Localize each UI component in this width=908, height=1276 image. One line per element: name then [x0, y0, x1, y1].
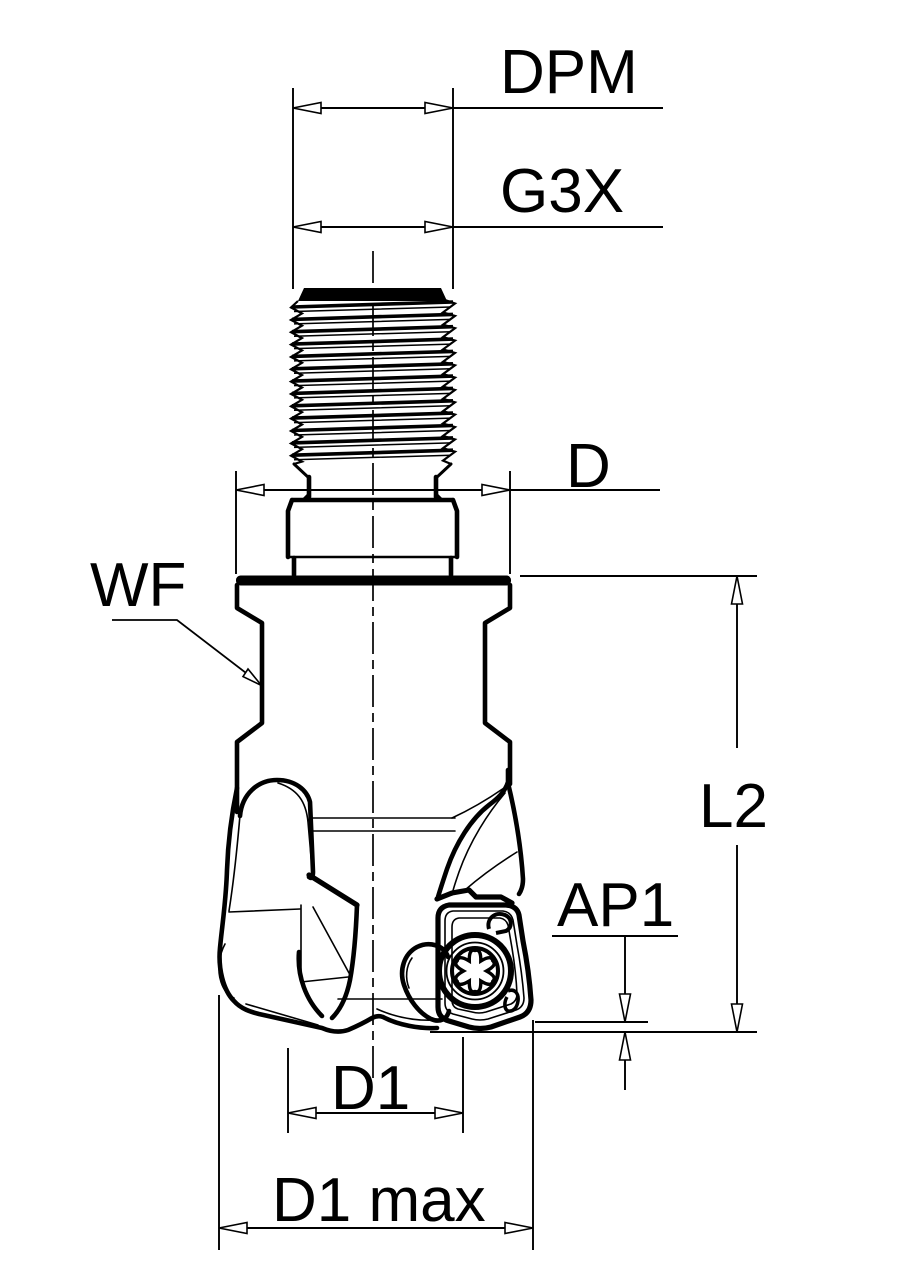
- thread-root-lines: [293, 306, 452, 461]
- right-flute-outer-edge: [505, 780, 526, 897]
- pocket-s-curve: [296, 949, 325, 1019]
- d1max-arrow-right-icon: [504, 1221, 534, 1235]
- thread-runout: [292, 462, 453, 480]
- body-left-profile: [234, 582, 265, 815]
- body-right-profile: [482, 582, 513, 787]
- dim-label-ap1: AP1: [557, 871, 674, 940]
- d1-arrow-left-icon: [287, 1106, 317, 1120]
- collar-outline: [285, 497, 460, 560]
- dpm-arrow-left-icon: [292, 101, 322, 115]
- left-wing-crescent: [218, 943, 235, 999]
- thread-section: [288, 288, 458, 480]
- dimension-wf: WF: [90, 551, 263, 687]
- chip-gash-lobe: [399, 942, 452, 1023]
- chip-gash-inner-line: [405, 957, 413, 989]
- dpm-extension-lines: [292, 88, 454, 289]
- d1-arrow-right-icon: [434, 1106, 464, 1120]
- insert-outline: [435, 902, 534, 1032]
- dim-label-d: D: [566, 432, 611, 501]
- pocket-top-edge: [306, 872, 360, 908]
- dim-label-dpm: DPM: [500, 38, 638, 107]
- left-lobe-face-lines: [228, 782, 313, 913]
- g3x-arrow-right-icon: [424, 220, 454, 234]
- l2-arrow-up-icon: [730, 575, 744, 605]
- cutter-head: [217, 767, 526, 1034]
- dimension-g3x: G3X: [292, 157, 663, 234]
- wf-leader-arrow-icon: [241, 667, 263, 687]
- d1max-extension-lines: [218, 995, 534, 1250]
- thread-crest-lines: [291, 300, 454, 457]
- insert-inner-outline-1: [444, 910, 525, 1021]
- d-arrow-left-icon: [235, 483, 265, 497]
- d1max-arrow-left-icon: [218, 1221, 248, 1235]
- tool-body: [234, 582, 513, 815]
- d-arrow-right-icon: [481, 483, 511, 497]
- dimension-dpm: DPM: [292, 38, 663, 289]
- torx-screw: [436, 932, 514, 1010]
- collar-rim-sides: [291, 555, 454, 578]
- screw-mid-ring: [445, 941, 505, 1001]
- thread-right-profile: [440, 298, 458, 466]
- core-silhouette-lines: [311, 817, 456, 832]
- insert-seat-edge: [434, 887, 515, 906]
- screw-socket-ring: [450, 946, 500, 996]
- dimension-l2: L2: [430, 575, 768, 1033]
- contact-flange: [236, 575, 511, 586]
- dim-label-d1max: D1 max: [272, 1166, 486, 1235]
- dpm-arrow-right-icon: [424, 101, 454, 115]
- right-flute-inner-edge: [435, 767, 511, 900]
- l2-arrow-down-icon: [730, 1003, 744, 1033]
- dimension-d1: D1: [287, 1037, 464, 1133]
- g3x-arrow-left-icon: [292, 220, 322, 234]
- ap1-arrow-down-icon: [618, 993, 632, 1023]
- d1-extension-lines: [287, 1037, 464, 1133]
- wf-leader-line: [112, 619, 260, 684]
- right-flute-face-lines: [451, 787, 518, 896]
- clamping-collar: [285, 497, 460, 578]
- dim-label-l2: L2: [699, 772, 768, 841]
- pocket-right-edge: [329, 902, 360, 1021]
- ap1-arrow-up-icon: [618, 1031, 632, 1061]
- dimension-d1max: D1 max: [218, 995, 534, 1250]
- torx-star-icon: [454, 948, 496, 994]
- thread-top-cap: [298, 288, 447, 301]
- pocket-face-lines: [300, 904, 350, 983]
- insert-corner-clamp: [486, 912, 513, 935]
- dim-label-wf: WF: [90, 551, 186, 620]
- dimension-d: D: [235, 432, 660, 574]
- thread-left-profile: [288, 300, 305, 466]
- head-left-flank: [217, 785, 440, 1034]
- dim-label-d1: D1: [331, 1054, 410, 1123]
- dimension-ap1: AP1: [535, 871, 678, 1090]
- indexable-insert: [399, 902, 534, 1032]
- d-extension-lines: [235, 471, 511, 574]
- insert-wiper-corner: [503, 988, 520, 1013]
- dim-label-g3x: G3X: [500, 157, 624, 226]
- screw-outer-ring: [436, 932, 514, 1010]
- left-flute-lobe: [237, 777, 316, 881]
